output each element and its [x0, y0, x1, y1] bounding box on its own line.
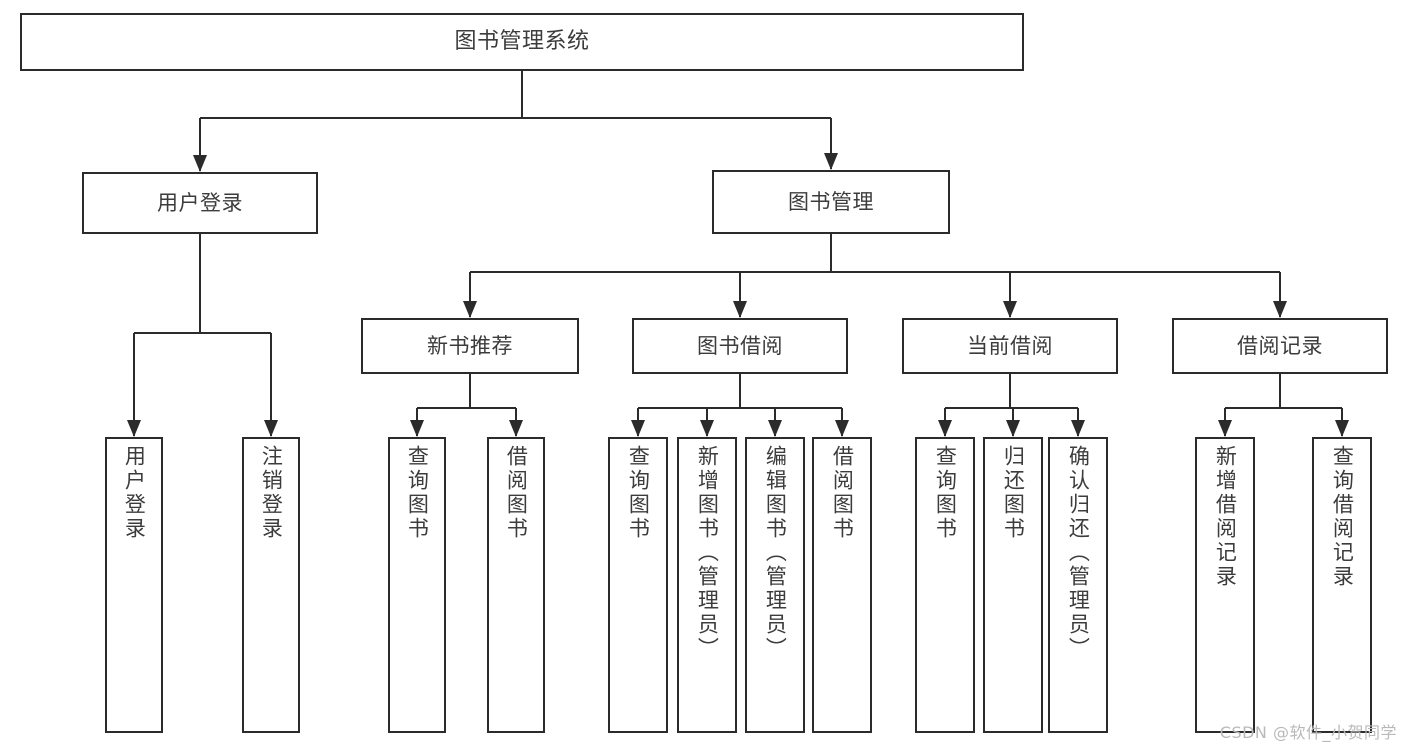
- node-label: 查询图书: [933, 445, 958, 541]
- node-leaf-7[interactable]: 编辑图书（管理员）: [745, 437, 805, 733]
- arrow-head-icon: [1006, 420, 1020, 437]
- node-label: 编辑图书（管理员）: [763, 445, 788, 661]
- node-leaf-5[interactable]: 查询图书: [608, 437, 668, 733]
- node-label: 查询图书: [405, 445, 430, 541]
- node-label: 归还图书: [1001, 445, 1026, 541]
- node-label: 借阅图书: [504, 445, 529, 541]
- arrow-head-icon: [700, 420, 714, 437]
- node-label: 借阅记录: [1237, 333, 1323, 358]
- arrow-head-icon: [463, 301, 477, 318]
- node-leaf-13[interactable]: 查询借阅记录: [1312, 437, 1372, 733]
- node-current-borrow[interactable]: 当前借阅: [902, 318, 1118, 374]
- node-label: 新增借阅记录: [1213, 445, 1238, 589]
- arrow-head-icon: [1003, 301, 1017, 318]
- node-label: 确认归还（管理员）: [1066, 445, 1091, 661]
- node-label: 用户登录: [157, 190, 243, 215]
- node-label: 新增图书（管理员）: [695, 445, 720, 661]
- node-label: 图书借阅: [697, 333, 783, 358]
- arrow-head-icon: [824, 153, 838, 170]
- node-leaf-9[interactable]: 查询图书: [915, 437, 975, 733]
- arrow-head-icon: [264, 420, 278, 437]
- node-label: 查询图书: [626, 445, 651, 541]
- arrow-head-icon: [733, 301, 747, 318]
- node-leaf-12[interactable]: 新增借阅记录: [1195, 437, 1255, 733]
- node-label: 借阅图书: [830, 445, 855, 541]
- node-new-book-rec[interactable]: 新书推荐: [361, 318, 579, 374]
- arrow-head-icon: [768, 420, 782, 437]
- arrow-head-icon: [835, 420, 849, 437]
- arrow-head-icon: [938, 420, 952, 437]
- node-label: 查询借阅记录: [1330, 445, 1355, 589]
- node-user-login[interactable]: 用户登录: [82, 172, 318, 234]
- node-leaf-1[interactable]: 用户登录: [105, 437, 163, 733]
- node-label: 当前借阅: [967, 333, 1053, 358]
- node-label: 图书管理: [788, 189, 874, 214]
- node-label: 图书管理系统: [454, 29, 590, 55]
- node-leaf-6[interactable]: 新增图书（管理员）: [677, 437, 737, 733]
- node-leaf-4[interactable]: 借阅图书: [487, 437, 545, 733]
- arrow-head-icon: [127, 420, 141, 437]
- node-leaf-10[interactable]: 归还图书: [983, 437, 1043, 733]
- node-book-manage[interactable]: 图书管理: [712, 170, 950, 234]
- arrow-head-icon: [509, 420, 523, 437]
- node-label: 注销登录: [259, 445, 284, 541]
- arrow-head-icon: [410, 420, 424, 437]
- arrow-head-icon: [1335, 420, 1349, 437]
- node-label: 新书推荐: [427, 333, 513, 358]
- arrow-head-icon: [631, 420, 645, 437]
- node-root[interactable]: 图书管理系统: [20, 13, 1024, 71]
- node-label: 用户登录: [122, 445, 147, 541]
- node-leaf-2[interactable]: 注销登录: [242, 437, 300, 733]
- arrow-head-icon: [1218, 420, 1232, 437]
- node-leaf-8[interactable]: 借阅图书: [812, 437, 872, 733]
- arrow-head-icon: [193, 155, 207, 172]
- arrow-head-icon: [1071, 420, 1085, 437]
- node-book-borrow[interactable]: 图书借阅: [632, 318, 848, 374]
- node-leaf-3[interactable]: 查询图书: [388, 437, 446, 733]
- arrow-head-icon: [1273, 301, 1287, 318]
- node-borrow-record[interactable]: 借阅记录: [1172, 318, 1388, 374]
- node-leaf-11[interactable]: 确认归还（管理员）: [1048, 437, 1108, 733]
